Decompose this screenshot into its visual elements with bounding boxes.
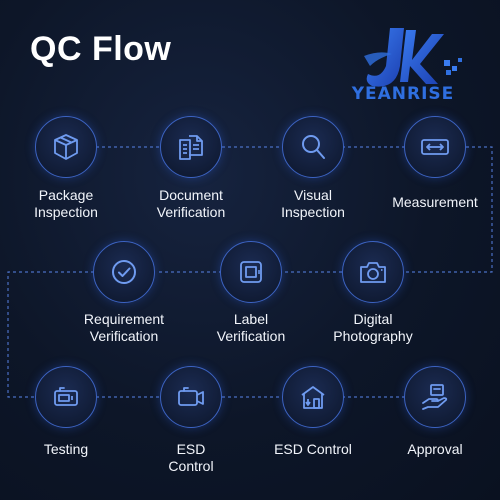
check-circle-icon (112, 260, 136, 284)
label-icon (240, 261, 262, 283)
magnifier-icon (302, 135, 325, 159)
step-label: Approval (407, 441, 463, 457)
connector-right-turn (404, 146, 493, 273)
step-label: Measurement (392, 194, 478, 210)
logo-wordmark: YEANRISE (351, 84, 455, 104)
approval-hand-icon (422, 384, 448, 410)
step-icon-circle (160, 366, 222, 428)
page-title: QC Flow (30, 30, 172, 68)
yeanrise-logo (364, 28, 462, 87)
esd-camera-icon (178, 387, 204, 406)
package-icon (54, 134, 78, 160)
document-icon (179, 135, 203, 160)
camera-icon (360, 262, 386, 283)
step-icon-circle (35, 366, 97, 428)
step-icon-circle (160, 116, 222, 178)
step-icon-circle (342, 241, 404, 303)
step-icon-circle (220, 241, 282, 303)
testing-device-icon (54, 387, 78, 406)
step-icon-circle (35, 116, 97, 178)
step-icon-circle (404, 366, 466, 428)
step-icon-circle (404, 116, 466, 178)
step-icon-circle (93, 241, 155, 303)
step-label: ESD Control (274, 441, 352, 457)
step-icon-circle (282, 116, 344, 178)
step-icon-circle (282, 366, 344, 428)
esd-building-icon (301, 386, 325, 409)
connector-left-turn (7, 271, 94, 398)
measurement-icon (421, 139, 449, 155)
step-label: Testing (43, 441, 89, 457)
